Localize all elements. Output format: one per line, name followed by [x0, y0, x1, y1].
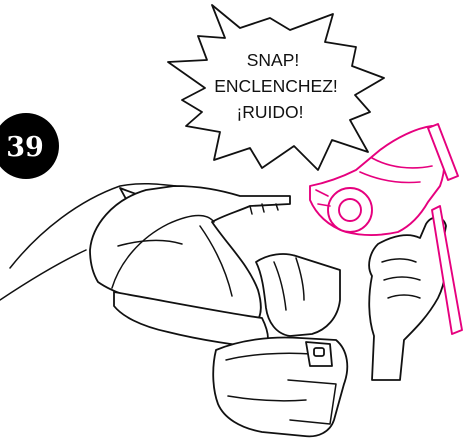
right-hand [369, 217, 446, 380]
step-number: 39 [6, 132, 44, 163]
sound-callout: SNAP! ENCLENCHEZ! ¡RUIDO! [168, 5, 384, 170]
step-badge: 39 [0, 113, 59, 179]
callout-line-ruido: ¡RUIDO! [236, 102, 303, 122]
callout-line-enclenchez: ENCLENCHEZ! [214, 76, 338, 96]
callout-line-snap: SNAP! [247, 50, 300, 70]
